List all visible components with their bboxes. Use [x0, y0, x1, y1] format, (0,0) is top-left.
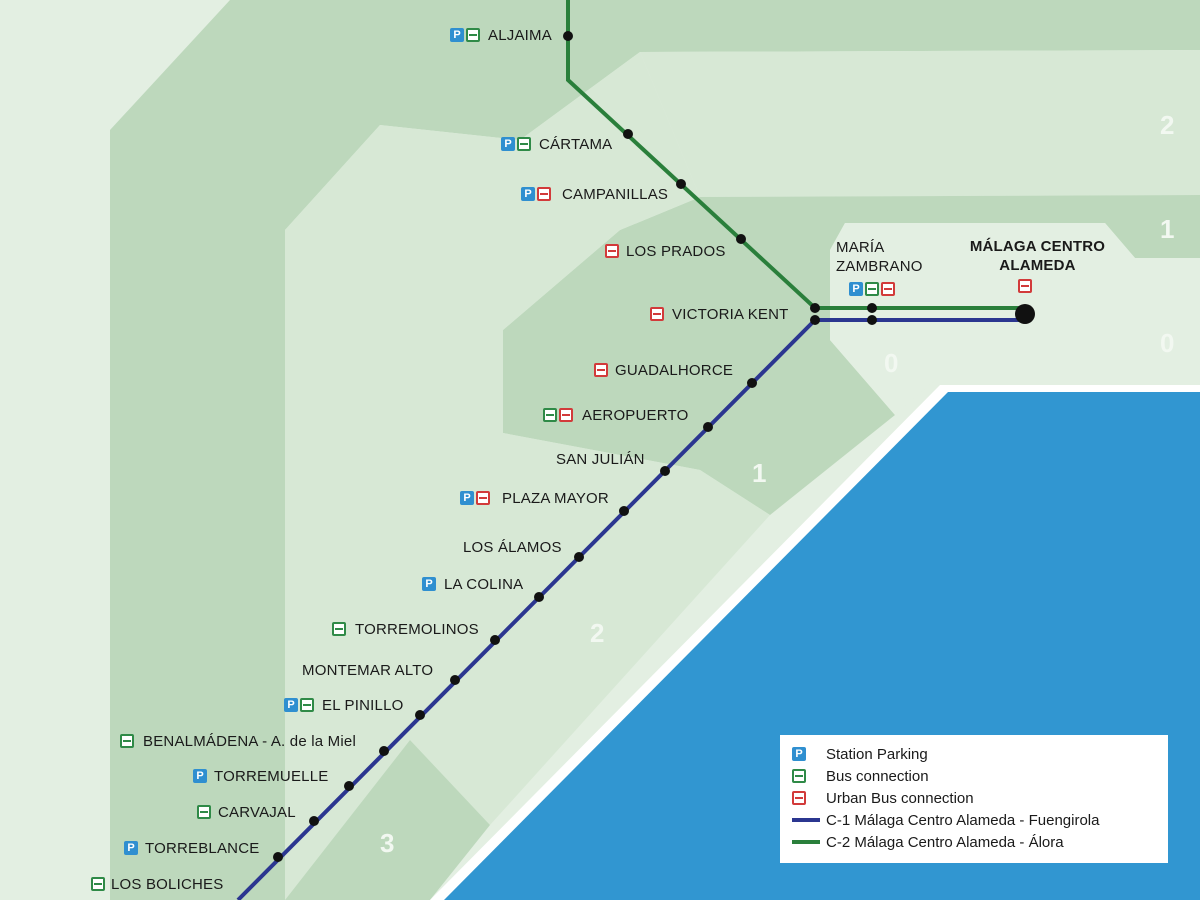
station-label: ALJAIMA	[488, 27, 552, 44]
legend-row-bus: Bus connection	[792, 765, 1156, 787]
bus-icon	[543, 408, 557, 422]
parking-icon: P	[284, 698, 298, 712]
station-label: LA COLINA	[444, 576, 524, 593]
bus-icon	[197, 805, 211, 819]
parking-icon: P	[460, 491, 474, 505]
station-label: MONTEMAR ALTO	[302, 662, 434, 679]
station-icons: P	[460, 491, 492, 505]
station-label: BENALMÁDENA - A. de la Miel	[143, 733, 356, 750]
station-label: TORREMUELLE	[214, 768, 329, 785]
station-icons: P	[501, 137, 533, 151]
station-icons: P	[124, 841, 140, 855]
zone-number: 2	[590, 618, 605, 648]
bus-icon	[517, 137, 531, 151]
parking-icon: P	[849, 282, 863, 296]
parking-icon: P	[450, 28, 464, 42]
urban-bus-icon	[650, 307, 664, 321]
station-icons	[332, 622, 348, 636]
legend-row-line-c1: C-1 Málaga Centro Alameda - Fuengirola	[792, 809, 1156, 831]
station-icons	[543, 408, 575, 422]
legend-row-line-c2: C-2 Málaga Centro Alameda - Álora	[792, 831, 1156, 853]
station-label: PLAZA MAYOR	[502, 490, 609, 507]
legend-label: C-1 Málaga Centro Alameda - Fuengirola	[826, 811, 1100, 829]
zone-2-middle	[285, 52, 770, 900]
legend-row-urban-bus: Urban Bus connection	[792, 787, 1156, 809]
station-label: VICTORIA KENT	[672, 306, 789, 323]
parking-icon: P	[521, 187, 535, 201]
urban-bus-icon	[559, 408, 573, 422]
station-icons	[650, 307, 666, 321]
station-label: LOS PRADOS	[626, 243, 726, 260]
line-c1-swatch	[792, 818, 820, 822]
station-icons	[197, 805, 213, 819]
bus-icon	[792, 769, 806, 783]
zone-number: 1	[1160, 214, 1175, 244]
parking-icon: P	[422, 577, 436, 591]
legend-label: C-2 Málaga Centro Alameda - Álora	[826, 833, 1064, 851]
urban-bus-icon	[1018, 279, 1032, 293]
zone-number: 0	[1160, 328, 1175, 358]
legend-label: Station Parking	[826, 745, 928, 763]
station-label: LOS BOLICHES	[111, 876, 224, 893]
parking-icon: P	[124, 841, 138, 855]
bus-icon	[466, 28, 480, 42]
station-label: TORREBLANCE	[145, 840, 260, 857]
zone-3-area	[285, 740, 490, 900]
urban-bus-icon	[476, 491, 490, 505]
urban-bus-icon	[792, 791, 806, 805]
station-label: CÁRTAMA	[539, 136, 613, 153]
zone-number: 1	[752, 458, 767, 488]
station-icons	[605, 244, 621, 258]
zone-1-area	[503, 195, 1200, 515]
legend-label: Urban Bus connection	[826, 789, 974, 807]
station-label: SAN JULIÁN	[556, 451, 645, 468]
station-label: CAMPANILLAS	[562, 186, 669, 203]
station-icons: P	[521, 187, 553, 201]
zone-number: 3	[380, 828, 395, 858]
terminal-station-label: MÁLAGA CENTRO ALAMEDA	[969, 238, 1106, 274]
bus-icon	[332, 622, 346, 636]
map-legend: P Station Parking Bus connection Urban B…	[780, 735, 1168, 863]
bus-icon	[120, 734, 134, 748]
urban-bus-icon	[605, 244, 619, 258]
station-icons: P	[193, 769, 209, 783]
parking-icon: P	[792, 747, 806, 761]
station-label: AEROPUERTO	[582, 407, 689, 424]
line-c2-swatch	[792, 840, 820, 844]
parking-icon: P	[193, 769, 207, 783]
station-label: EL PINILLO	[322, 697, 404, 714]
station-icons	[1018, 279, 1034, 293]
station-label: CARVAJAL	[218, 804, 296, 821]
bus-icon	[91, 877, 105, 891]
station-icons	[594, 363, 610, 377]
urban-bus-icon	[881, 282, 895, 296]
station-icons	[91, 877, 107, 891]
station-label: LOS ÁLAMOS	[463, 539, 562, 556]
station-icons	[120, 734, 136, 748]
station-icons: P	[450, 28, 482, 42]
station-dots	[273, 31, 1035, 862]
zone-number: 0	[884, 348, 899, 378]
urban-bus-icon	[537, 187, 551, 201]
station-icons: P	[284, 698, 316, 712]
station-label: GUADALHORCE	[615, 362, 734, 379]
urban-bus-icon	[594, 363, 608, 377]
bus-icon	[865, 282, 879, 296]
station-label: MARÍA ZAMBRANO	[836, 239, 923, 275]
station-icons: P	[422, 577, 438, 591]
station-icons: P	[849, 282, 897, 296]
zone-number: 2	[1160, 110, 1175, 140]
station-label: TORREMOLINOS	[355, 621, 479, 638]
legend-label: Bus connection	[826, 767, 929, 785]
legend-row-parking: P Station Parking	[792, 743, 1156, 765]
zone-2-outer-east	[640, 50, 1200, 197]
zone-2-area	[110, 0, 1200, 900]
parking-icon: P	[501, 137, 515, 151]
bus-icon	[300, 698, 314, 712]
